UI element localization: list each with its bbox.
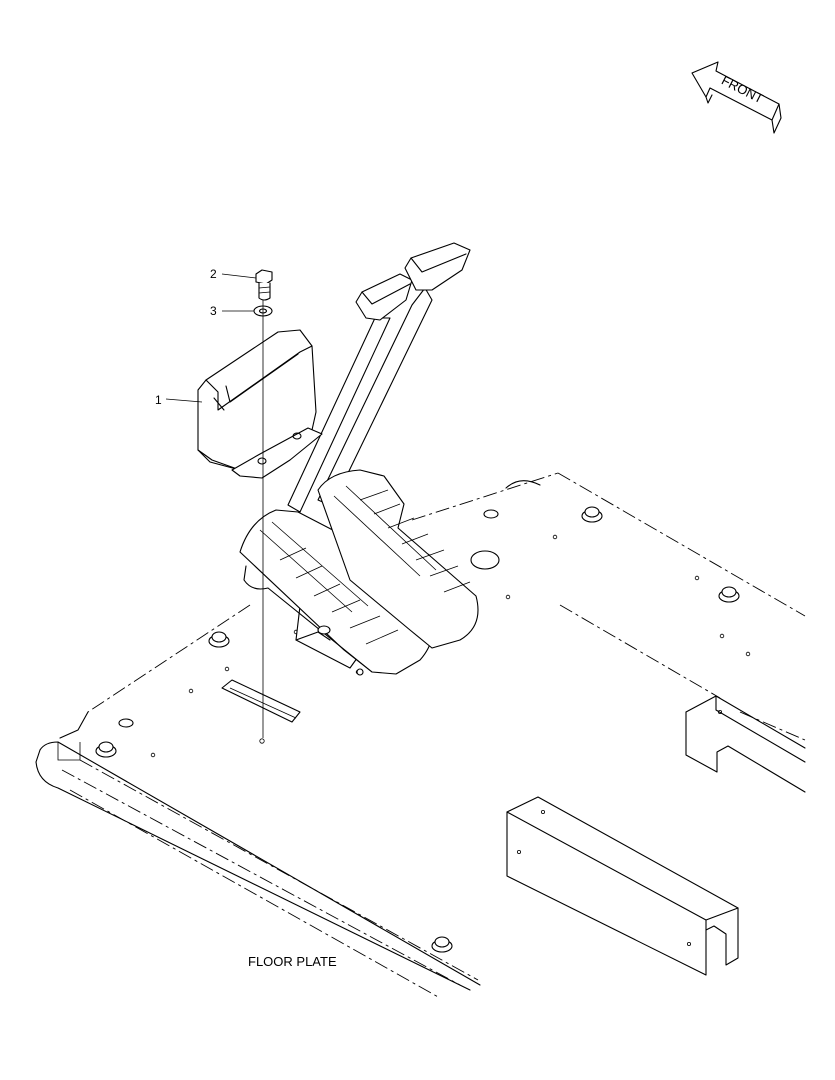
front-arrow: FRONT xyxy=(691,61,782,134)
plate-bolt xyxy=(95,741,117,758)
plate-dot xyxy=(150,752,156,758)
plate-slot xyxy=(221,679,301,723)
plate-hole xyxy=(483,509,499,519)
plate-bolt xyxy=(208,631,230,648)
lower-channel-bracket xyxy=(506,796,739,976)
plate-bolt xyxy=(431,936,453,953)
callout-3: 3 xyxy=(210,304,217,318)
right-foot-pedal xyxy=(317,469,479,649)
leader-2 xyxy=(221,273,257,279)
travel-pedal-assembly xyxy=(239,242,479,676)
callout-2: 2 xyxy=(210,267,217,281)
plate-dot xyxy=(719,633,725,639)
callout-1: 1 xyxy=(155,393,162,407)
right-lever-grip xyxy=(404,242,471,291)
floor-plate xyxy=(35,472,806,999)
upper-channel-bracket xyxy=(685,695,806,793)
plate-bolt xyxy=(718,586,740,603)
leader-1 xyxy=(165,398,203,403)
plate-dot xyxy=(224,666,230,672)
part-2-bolt xyxy=(255,269,273,301)
plate-dot xyxy=(745,651,751,657)
part-1-cover xyxy=(197,329,323,479)
plate-hole xyxy=(118,718,134,728)
plate-dot xyxy=(505,594,511,600)
left-lever-grip xyxy=(355,273,413,321)
floor-plate-label: FLOOR PLATE xyxy=(248,954,337,969)
plate-dot xyxy=(694,575,700,581)
plate-dot xyxy=(552,534,558,540)
plate-dot xyxy=(188,688,194,694)
plate-bolt xyxy=(581,506,603,523)
plate-round-cutout xyxy=(470,550,500,570)
